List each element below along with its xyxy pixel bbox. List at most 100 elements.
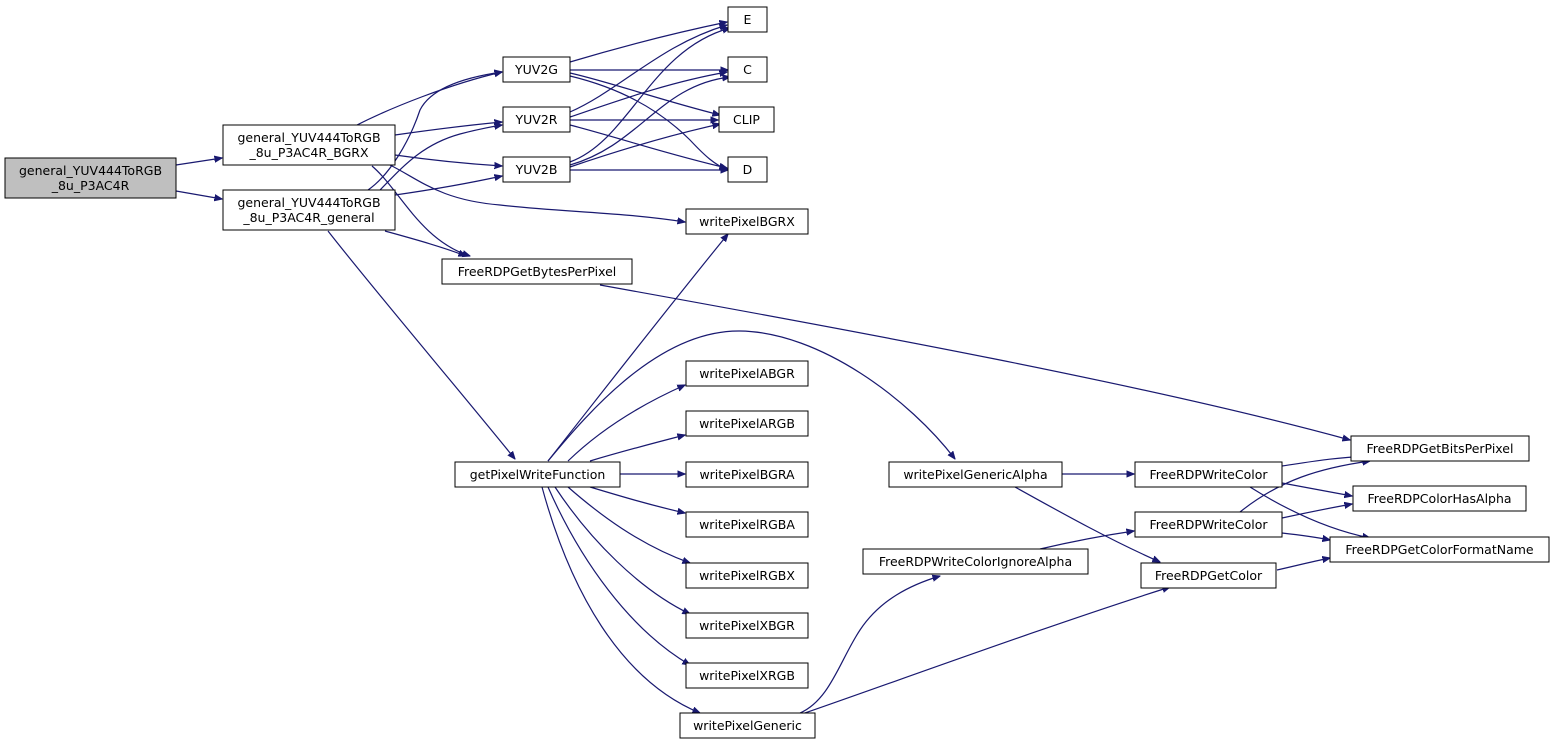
node-label: D [743,162,753,177]
edge-general-yuv2r [379,125,502,191]
node-label: FreeRDPColorHasAlpha [1367,491,1511,506]
node-label: YUV2R [515,112,558,127]
edge-getcolor-fmtname [1276,558,1330,571]
edge-getpwf-wpgeneric [541,486,700,713]
node-general-yuv444torgb-8u-p3ac4r-bgrx[interactable]: general_YUV444ToRGB _8u_P3AC4R_BGRX [222,124,396,166]
node-label: writePixelBGRX [699,214,795,229]
node-freerdpwritecolorignorealpha[interactable]: FreeRDPWriteColorIgnoreAlpha [862,548,1089,575]
node-yuv2r[interactable]: YUV2R [502,106,571,133]
node-yuv2g[interactable]: YUV2G [502,56,571,83]
node-label-line1: general_YUV444ToRGB [237,195,380,210]
edge-wpgeneric-getcolor [804,587,1170,714]
node-label: FreeRDPGetBitsPerPixel [1367,441,1514,456]
node-label: writePixelARGB [699,416,795,431]
node-clip[interactable]: CLIP [718,106,775,133]
edge-getpwf-wpargb [589,435,685,462]
node-label: writePixelXBGR [699,618,795,633]
edge-wcignore-writecolor2 [1039,531,1134,550]
node-label: YUV2B [515,162,558,177]
edge-getpwf-wprgbx [567,486,690,563]
node-label-line1: general_YUV444ToRGB [237,130,380,145]
node-label: writePixelGeneric [693,718,802,733]
node-label: YUV2G [514,62,558,77]
edge-writecolor2-hasalpha [1281,504,1352,519]
node-label: FreeRDPWriteColor [1149,467,1268,482]
node-writepixelargb[interactable]: writePixelARGB [685,410,809,437]
edge-yuv2r-d [569,124,727,168]
edge-bgrx-yuv2b [394,154,502,166]
edge-getpwf-wpabgr [567,385,685,462]
node-freerdpgetbytesperpixel[interactable]: FreeRDPGetBytesPerPixel [441,258,633,285]
node-writepixelrgba[interactable]: writePixelRGBA [685,511,809,538]
edge-yuv2b-e [569,28,730,163]
node-label: writePixelRGBX [699,568,795,583]
node-label: writePixelGenericAlpha [903,467,1047,482]
node-label: writePixelABGR [699,366,795,381]
edge-bytespp-bitspp [599,284,1350,440]
node-d[interactable]: D [727,156,768,183]
node-label-line2: _8u_P3AC4R_BGRX [248,145,369,160]
node-getpixelwritefunction[interactable]: getPixelWriteFunction [454,461,621,488]
edge-wpgalpha-getcolor [1014,486,1160,562]
edge-general-yuv2b [394,176,502,196]
node-label: writePixelXRGB [699,668,795,683]
node-freerdpgetbitsperpixel[interactable]: FreeRDPGetBitsPerPixel [1350,435,1530,462]
node-writepixelxbgr[interactable]: writePixelXBGR [685,612,809,639]
edge-yuv2g-clip [569,72,720,115]
node-yuv2b[interactable]: YUV2B [502,156,571,183]
edge-writecolor1-hasalpha [1281,482,1352,496]
node-label: FreeRDPGetColorFormatName [1345,542,1534,557]
node-label: CLIP [733,112,760,127]
node-writepixelxrgb[interactable]: writePixelXRGB [685,662,809,689]
node-label-line2: _8u_P3AC4R_general [242,210,374,225]
node-label: writePixelRGBA [699,517,795,532]
node-label: writePixelBGRA [699,467,795,482]
node-writepixelrgbx[interactable]: writePixelRGBX [685,562,809,589]
node-label: C [743,62,752,77]
edge-getpwf-wpbgrx [547,234,728,462]
edge-wpgeneric-wcignore [799,576,940,714]
node-freerdpwritecolor-2[interactable]: FreeRDPWriteColor [1134,511,1283,538]
edge-yuv2r-e [569,25,727,113]
edge-yuv2b-clip [569,124,720,168]
node-general-yuv444torgb-8u-p3ac4r-general[interactable]: general_YUV444ToRGB _8u_P3AC4R_general [222,189,396,231]
edge-getpwf-wpxbgr [554,486,690,614]
node-writepixelgenericalpha[interactable]: writePixelGenericAlpha [888,461,1063,488]
edge-bgrx-bytespp [371,165,470,256]
edge-bgrx-yuv2r [394,122,502,136]
nodes: general_YUV444ToRGB _8u_P3AC4R general_Y… [4,6,1550,739]
node-label: FreeRDPGetColor [1155,568,1263,583]
edge-yuv2r-c [569,72,727,118]
edge-general-bytespp [384,230,466,256]
node-writepixelabgr[interactable]: writePixelABGR [685,360,809,387]
node-label: FreeRDPWriteColor [1149,517,1268,532]
edge-bgrx-wpbgrx [389,164,685,222]
edges [175,22,1370,714]
edge-writecolor2-fmtname [1281,532,1330,540]
node-writepixelbgrx[interactable]: writePixelBGRX [685,208,809,235]
edge-general-getpwf [327,230,515,459]
node-freerdpcolorhasalpha[interactable]: FreeRDPColorHasAlpha [1352,485,1527,512]
node-freerdpwritecolor-1[interactable]: FreeRDPWriteColor [1134,461,1283,488]
edge-yuv2g-e [569,22,727,63]
node-general-yuv444torgb-8u-p3ac4r[interactable]: general_YUV444ToRGB _8u_P3AC4R [4,157,177,199]
node-writepixelbgra[interactable]: writePixelBGRA [685,461,809,488]
edge-bgrx-yuv2g [354,72,502,127]
edge-root-bgrx [175,158,222,166]
node-c[interactable]: C [727,56,768,83]
node-label-line2: _8u_P3AC4R [51,178,130,193]
node-freerdpgetcolor[interactable]: FreeRDPGetColor [1140,562,1277,589]
edge-general-yuv2g [367,72,502,191]
edge-yuv2b-c [569,77,730,166]
edge-root-general [175,190,222,199]
node-freerdpgetcolorformatname[interactable]: FreeRDPGetColorFormatName [1329,536,1550,563]
node-e[interactable]: E [727,6,768,33]
edge-writecolor2-bitspp [1239,461,1370,513]
node-label: E [744,12,752,27]
node-writepixelgeneric[interactable]: writePixelGeneric [679,712,816,739]
node-label: FreeRDPWriteColorIgnoreAlpha [879,554,1072,569]
edge-getpwf-wpxrgb [547,486,690,665]
node-label: getPixelWriteFunction [470,467,606,482]
node-label: FreeRDPGetBytesPerPixel [458,264,617,279]
